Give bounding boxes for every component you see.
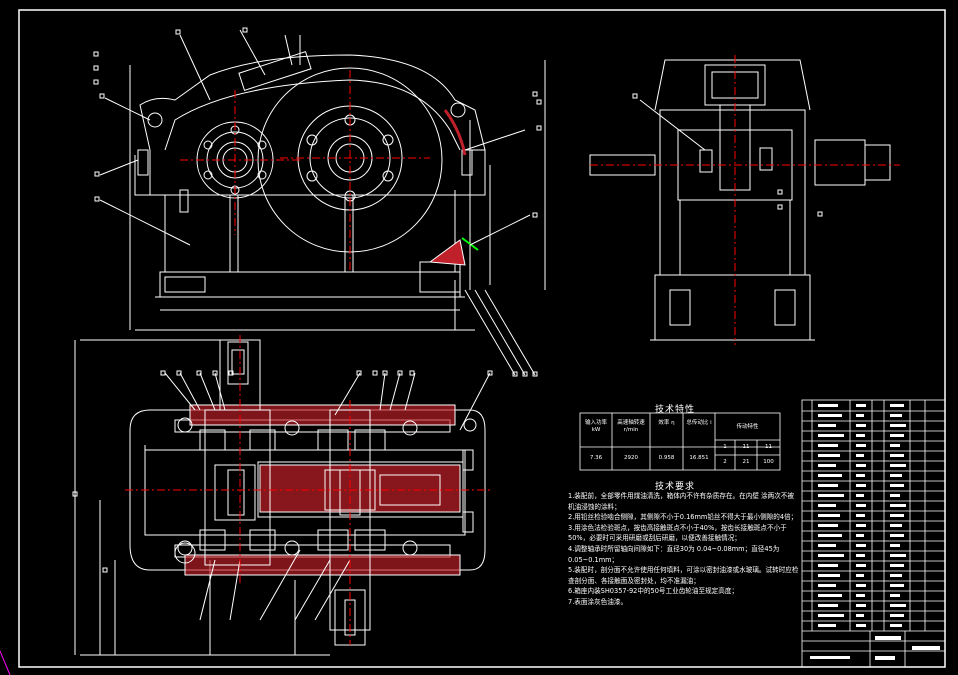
spec-value-power: 7.36 — [589, 455, 603, 461]
spec-header-transmission: 传动特性 — [736, 424, 759, 430]
spec-trans-r1c2: 11 — [742, 444, 750, 450]
spec-trans-r2c2: 21 — [742, 459, 750, 465]
requirement-item-2: 2.用铅丝检验啮合侧隙，其侧隙不小于0.16mm铅丝不得大于最小侧隙的4倍； — [568, 513, 798, 522]
drawing-frame — [18, 9, 946, 668]
spec-trans-r1c3: 11 — [765, 444, 772, 450]
top-view — [72, 335, 493, 656]
spec-header-speed: 高速轴转速 r/min — [617, 420, 645, 433]
requirements-title: 技术要求 — [655, 482, 696, 492]
spec-trans-r1c1: 1 — [723, 444, 727, 450]
requirement-item-7: 7.表面涂灰色油漆。 — [568, 597, 628, 606]
parts-list-text-marks — [810, 404, 940, 660]
spec-value-efficiency: 0.958 — [658, 455, 675, 461]
spec-value-ratio: 16.851 — [689, 455, 709, 461]
spec-header-efficiency: 效率 η — [658, 420, 675, 426]
parts-list-block — [801, 399, 946, 668]
requirement-item-5: 5.装配时，剖分面不允许使用任何填料，可涂以密封油漆或水玻璃。试转时应检查剖分面… — [568, 566, 799, 585]
spec-header-power: 输入功率 kW — [584, 420, 607, 433]
requirement-item-1: 1.装配前，全部零件用煤油清洗，箱体内不许有杂质存在。在内壁 涂两次不被机油浸蚀… — [568, 492, 794, 511]
spec-value-speed: 2920 — [624, 455, 638, 461]
spec-header-ratio: 总传动比 i — [686, 420, 712, 426]
spec-trans-r2c1: 2 — [723, 459, 727, 465]
spec-table-title: 技术特性 — [655, 405, 696, 415]
requirement-item-6: 6.箱座内装SH0357-92中的50号工业齿轮油至规定高度； — [568, 587, 739, 596]
spec-table-grid — [579, 412, 781, 471]
side-view — [589, 55, 900, 345]
requirement-item-3: 3.用涂色法检验斑点，按齿高接触斑点不小于40%，按齿长接触斑点不小于50%，必… — [568, 523, 787, 543]
requirements-list: 1.装配前，全部零件用煤油清洗，箱体内不许有杂质存在。在内壁 涂两次不被机油浸蚀… — [568, 491, 800, 608]
front-view — [93, 27, 546, 377]
spec-trans-r2c3: 100 — [763, 459, 774, 465]
requirement-item-4: 4.调整轴承时所留轴向间隙如下：直径30为 0.04~0.08mm；直径45为0… — [568, 544, 780, 564]
